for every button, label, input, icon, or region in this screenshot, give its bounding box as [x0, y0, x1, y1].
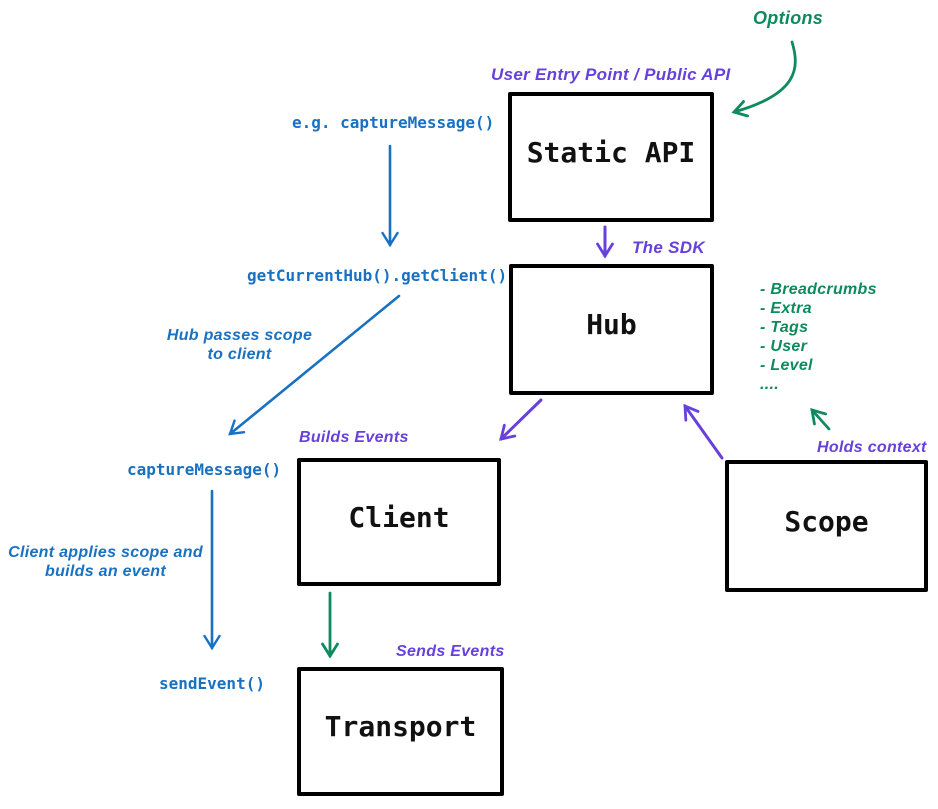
send-event-label: sendEvent() — [159, 674, 265, 693]
scope-context-item: - Extra — [760, 300, 812, 317]
user-entry-point-label: User Entry Point / Public API — [491, 65, 731, 84]
node-client-label: Client — [348, 500, 450, 534]
scope-context-item: - Tags — [760, 319, 809, 336]
eg-capture-message-label: e.g. captureMessage() — [292, 113, 495, 132]
scope-context-list: - Breadcrumbs - Extra - Tags - User - Le… — [760, 280, 877, 394]
arrow-scope-to-hub — [683, 403, 724, 460]
arrow-options-to-static-api — [731, 40, 797, 118]
hub-passes-scope-line2: to client — [207, 346, 272, 363]
client-applies-scope-line1: Client applies scope and — [8, 544, 203, 561]
scope-context-item: - Level — [760, 357, 813, 374]
hub-passes-scope-label: Hub passes scope to client — [157, 326, 322, 364]
hub-passes-scope-line1: Hub passes scope — [166, 327, 313, 344]
client-applies-scope-line2: builds an event — [45, 563, 166, 580]
node-scope: Scope — [725, 460, 928, 592]
get-current-hub-label: getCurrentHub().getClient() — [247, 266, 508, 285]
arrow-holds-context-to-list — [810, 408, 831, 431]
scope-context-item: - Breadcrumbs — [760, 281, 877, 298]
arrow-hub-to-client — [499, 398, 543, 441]
arrow-getcurrenthub-to-capturemessage — [228, 294, 401, 436]
the-sdk-label: The SDK — [632, 238, 705, 257]
scope-context-item: .... — [760, 376, 779, 393]
builds-events-label: Builds Events — [299, 429, 409, 446]
node-hub-label: Hub — [586, 308, 637, 341]
options-label: Options — [753, 8, 824, 28]
node-scope-label: Scope — [784, 504, 869, 538]
capture-message-label: captureMessage() — [127, 460, 282, 479]
node-transport: Transport — [297, 667, 504, 796]
node-static-api-label: Static API — [526, 135, 696, 169]
node-transport-label: Transport — [324, 710, 477, 743]
scope-context-item: - User — [760, 338, 808, 355]
sends-events-label: Sends Events — [396, 643, 505, 660]
holds-context-label: Holds context — [817, 439, 927, 456]
client-applies-scope-label: Client applies scope and builds an event — [3, 543, 208, 581]
node-hub: Hub — [509, 264, 714, 395]
node-client: Client — [297, 458, 501, 586]
node-static-api: Static API — [508, 92, 714, 222]
